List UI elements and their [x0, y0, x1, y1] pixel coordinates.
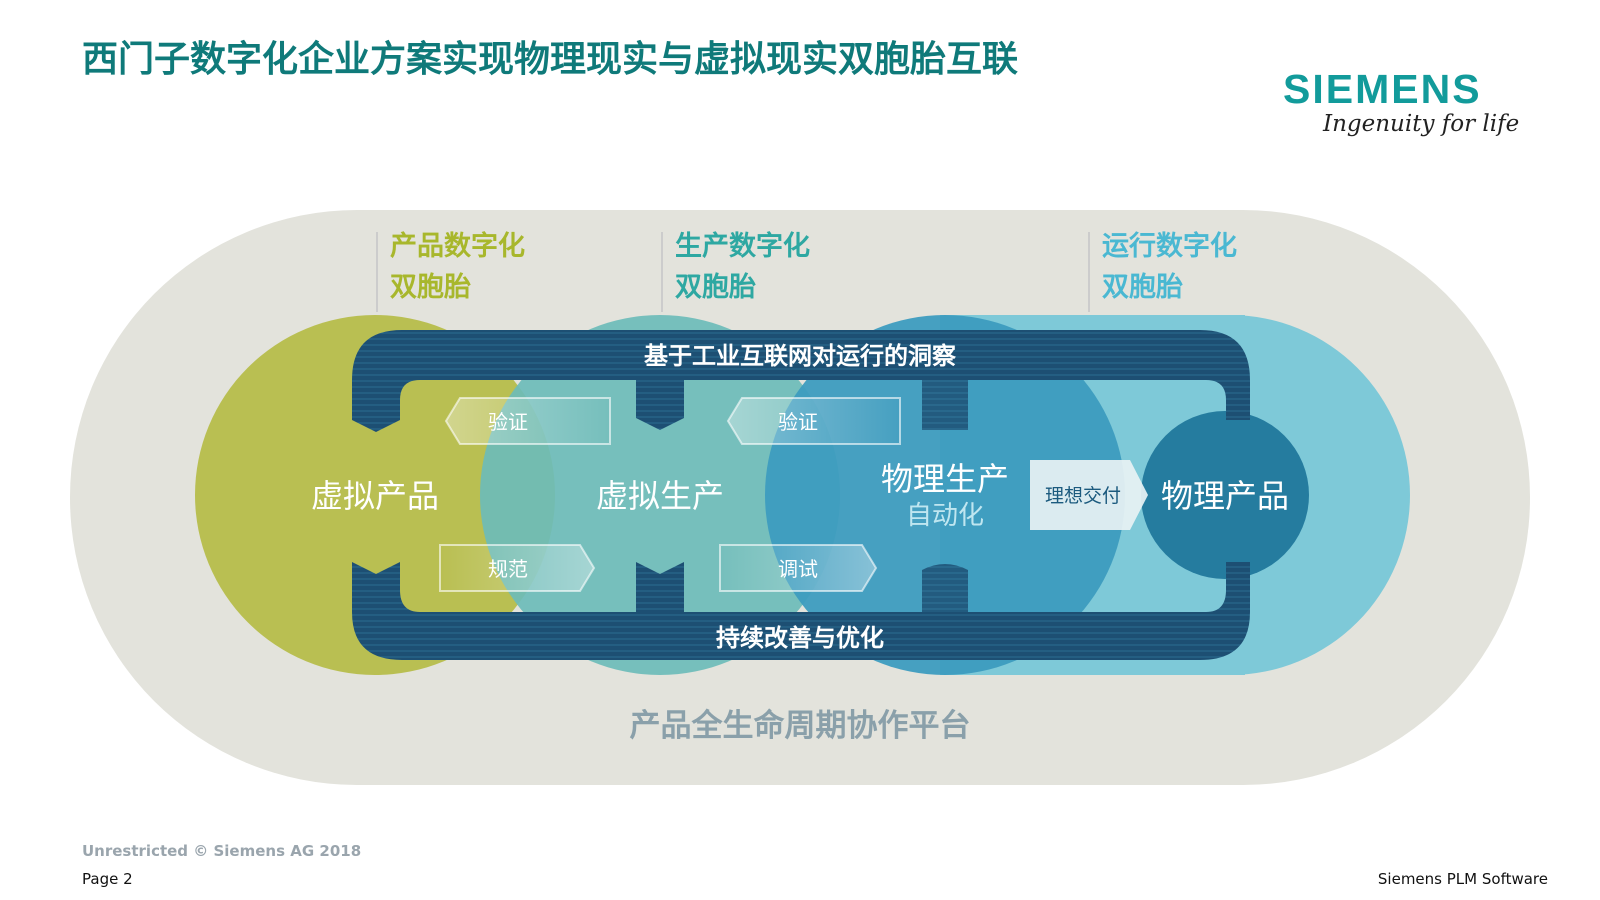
physical-production-label: 物理生产 [881, 460, 1009, 498]
stage-label-product-line1: 产品数字化 [390, 231, 525, 262]
virtual-production-label: 虚拟生产 [596, 477, 724, 515]
footer-page-number: Page 2 [82, 870, 133, 888]
stage-label-product: 产品数字化 双胞胎 [378, 226, 525, 308]
footer-company: Siemens PLM Software [1377, 870, 1548, 888]
stage-divider-3 [1088, 232, 1090, 312]
spec-label: 规范 [488, 557, 528, 581]
footer-classification: Unrestricted © Siemens AG 2018 [82, 842, 362, 860]
stage-label-production: 生产数字化 双胞胎 [663, 226, 810, 308]
loop-track-bottom [352, 562, 1250, 660]
loop-top-label: 基于工业互联网对运行的洞察 [644, 342, 957, 370]
stage-label-production-line2: 双胞胎 [675, 272, 756, 303]
loop-connector-right-bottom [922, 564, 968, 612]
physical-product-label: 物理产品 [1161, 477, 1289, 515]
debug-label: 调试 [778, 557, 818, 581]
physical-production-sublabel: 自动化 [906, 501, 984, 531]
loop-connector-mid-top [636, 380, 684, 430]
stage-label-operations-line2: 双胞胎 [1102, 272, 1183, 303]
physical-product-circle [1141, 411, 1309, 579]
spec-arrow [439, 544, 596, 592]
logo-tagline: Ingenuity for life [1323, 111, 1520, 137]
loop-bottom-label: 持续改善与优化 [716, 624, 884, 652]
stage-divider-1 [376, 232, 378, 312]
stage-label-production-line1: 生产数字化 [675, 231, 810, 262]
stage-label-operations-line1: 运行数字化 [1102, 231, 1237, 262]
verify-arrow-1 [444, 397, 611, 445]
verify-arrow-2 [726, 397, 901, 445]
stage-label-product-line2: 双胞胎 [390, 272, 471, 303]
logo-wordmark: SIEMENS [1283, 66, 1482, 112]
delivery-arrow [1030, 460, 1148, 530]
stage-divider-2 [661, 232, 663, 312]
debug-arrow [719, 544, 878, 592]
stage-label-operations: 运行数字化 双胞胎 [1090, 226, 1237, 308]
virtual-product-label: 虚拟产品 [311, 477, 439, 515]
platform-label: 产品全生命周期协作平台 [630, 708, 971, 744]
loop-connector-right-top [922, 380, 968, 430]
verify-label-2: 验证 [778, 410, 818, 434]
slide-title: 西门子数字化企业方案实现物理现实与虚拟现实双胞胎互联 [82, 39, 1019, 80]
loop-connector-mid-bottom [636, 562, 684, 612]
loop-track-top [352, 330, 1250, 432]
delivery-label: 理想交付 [1045, 485, 1121, 507]
siemens-logo: SIEMENS Ingenuity for life [1283, 66, 1523, 137]
verify-label-1: 验证 [488, 410, 528, 434]
